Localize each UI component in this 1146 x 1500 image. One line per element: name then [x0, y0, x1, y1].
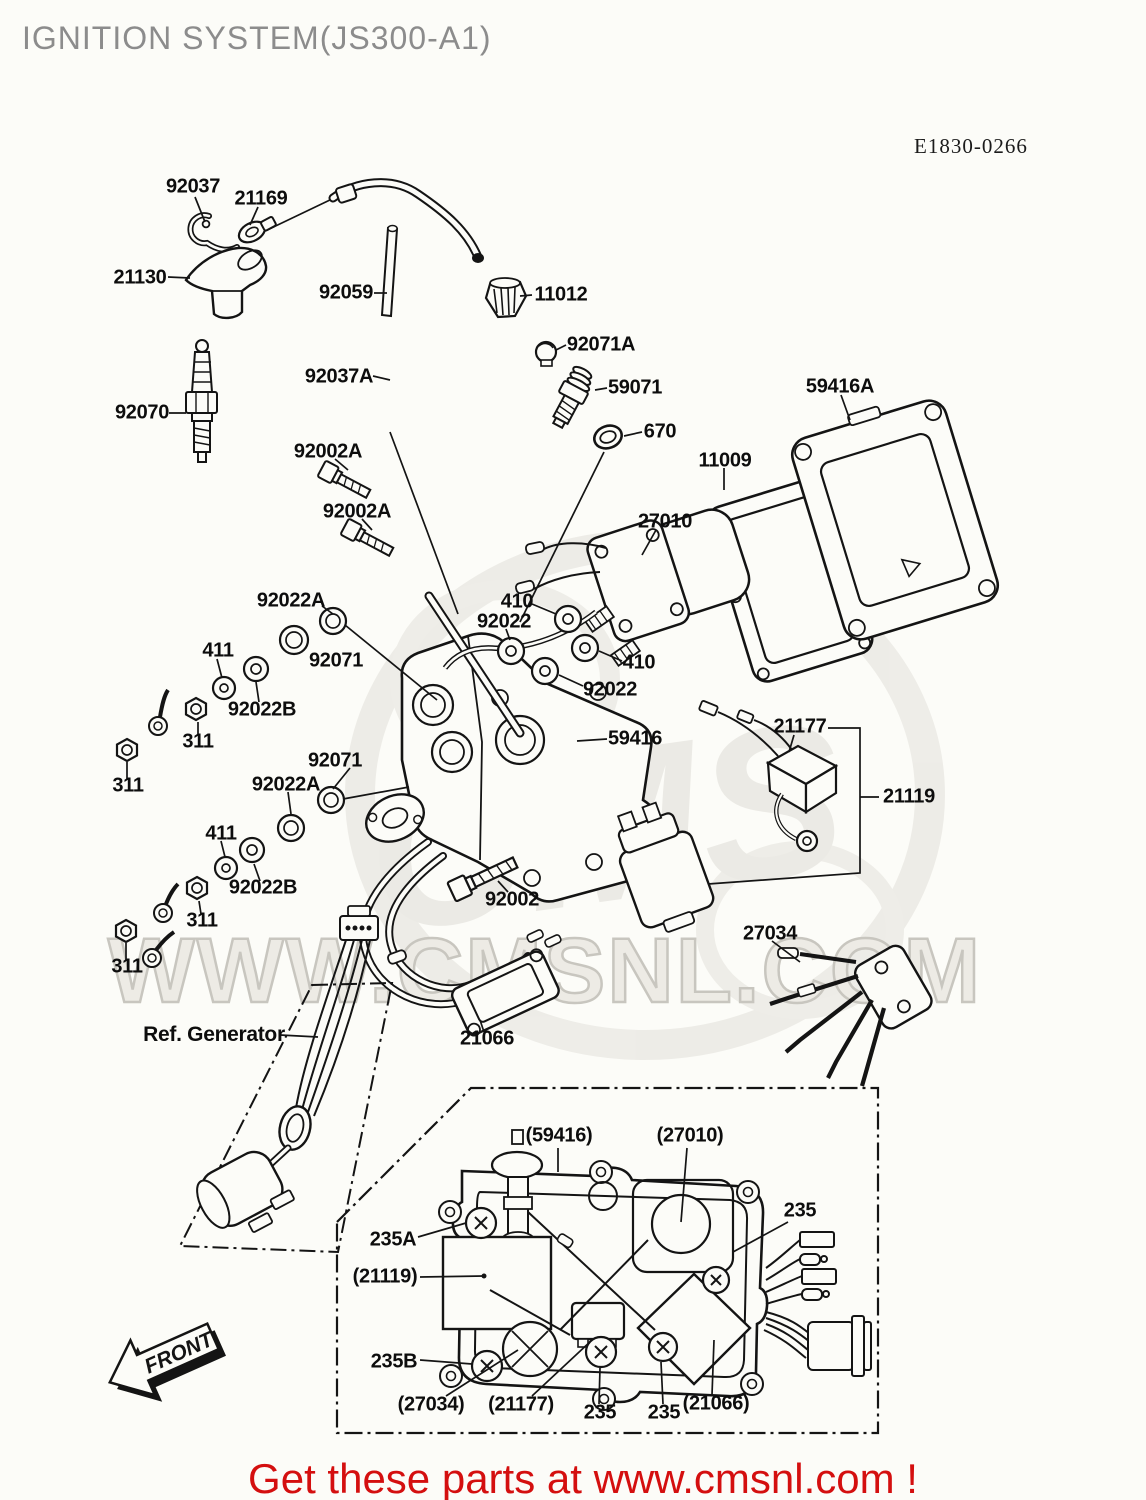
- leader-lines: [125, 196, 851, 1038]
- inset-label-27034: (27034): [397, 1393, 465, 1416]
- part-label-92022A-1: 92022A: [256, 589, 326, 612]
- part-label-92037: 92037: [165, 175, 221, 198]
- part-label-59416A: 59416A: [805, 375, 875, 398]
- igniter-21177: [698, 700, 839, 853]
- fitting-59071: [551, 365, 593, 430]
- bracket-21119-leader: [707, 727, 879, 885]
- inset-label-235-3: 235: [647, 1401, 681, 1424]
- inset-label-27010: (27010): [656, 1124, 724, 1147]
- part-label-92071A: 92071A: [566, 333, 636, 356]
- inset-label-235B: 235B: [370, 1350, 418, 1373]
- inset-label-59416: (59416): [525, 1124, 593, 1147]
- inset-label-21119: (21119): [352, 1265, 418, 1288]
- promo-footer-text: Get these parts at www.cmsnl.com !: [248, 1455, 918, 1500]
- part-label-311-3: 311: [186, 909, 218, 932]
- inset-label-235-2: 235: [583, 1401, 617, 1424]
- part-label-21066: 21066: [459, 1027, 515, 1050]
- part-label-21130: 21130: [113, 266, 167, 289]
- part-label-27010: 27010: [637, 510, 693, 533]
- part-label-92022B-1: 92022B: [227, 698, 297, 721]
- coil-27010: [515, 508, 751, 668]
- part-label-411-1: 411: [202, 639, 234, 662]
- part-label-59416: 59416: [607, 727, 663, 750]
- part-label-670: 670: [643, 420, 677, 443]
- cover-59416A: [790, 399, 1000, 641]
- spark-plug-lead: [262, 178, 484, 263]
- part-label-59071: 59071: [607, 376, 663, 399]
- part-label-92002: 92002: [484, 888, 540, 911]
- part-label-21119: 21119: [883, 785, 935, 808]
- clamp-92037: [187, 212, 240, 253]
- inset-label-235-1: 235: [783, 1199, 817, 1222]
- part-label-410-2: 410: [622, 651, 656, 674]
- part-label-92070: 92070: [114, 401, 170, 424]
- bolt-92002A-2: [340, 518, 395, 558]
- part-label-92002A-2: 92002A: [322, 500, 392, 523]
- bolt-92002: [446, 856, 519, 903]
- plug-cap-21130: [184, 246, 268, 320]
- part-label-21169: 21169: [234, 187, 288, 210]
- trigger-27034: [769, 944, 933, 1087]
- part-label-21177: 21177: [773, 715, 827, 738]
- part-label-92022B-2: 92022B: [228, 876, 298, 899]
- ref-generator-label: Ref. Generator: [143, 1023, 285, 1046]
- inset-label-21066: (21066): [682, 1392, 750, 1415]
- part-label-92059: 92059: [318, 281, 374, 304]
- diagram-code: E1830-0266: [914, 134, 1028, 158]
- cap-11012: [484, 277, 528, 319]
- part-label-27034: 27034: [742, 922, 798, 945]
- inset-label-21177: (21177): [488, 1393, 554, 1416]
- terminal-clip: [237, 216, 277, 244]
- part-label-92071-1: 92071: [308, 649, 364, 672]
- part-label-92022-1: 92022: [476, 610, 532, 633]
- part-label-11012: 11012: [534, 283, 588, 306]
- part-label-92071-2: 92071: [307, 749, 363, 772]
- part-label-92037A: 92037A: [304, 365, 374, 388]
- regulator-21066: [450, 929, 562, 1037]
- part-label-92022-2: 92022: [582, 678, 638, 701]
- part-label-411-2: 411: [205, 822, 237, 845]
- spark-plug-92070: [185, 339, 218, 463]
- part-label-92022A-2: 92022A: [251, 773, 321, 796]
- part-label-311-2: 311: [112, 774, 144, 797]
- page-title: IGNITION SYSTEM(JS300-A1): [22, 20, 492, 56]
- part-label-11009: 11009: [698, 449, 752, 472]
- part-label-311-4: 311: [111, 955, 143, 978]
- ref-generator-box: [178, 905, 407, 1254]
- oring-670: [593, 424, 623, 450]
- bolt-92002A-1: [317, 460, 372, 500]
- coil-21119: [616, 801, 715, 933]
- inset-label-235A: 235A: [369, 1228, 417, 1251]
- part-label-92002A-1: 92002A: [293, 440, 363, 463]
- fastener-cluster-upper: [115, 606, 348, 763]
- front-arrow: FRONT: [107, 1321, 226, 1402]
- washers-410-92022: [496, 604, 600, 686]
- inset-box: [335, 1086, 880, 1435]
- part-label-410-1: 410: [500, 590, 534, 613]
- fastener-cluster-lower: [114, 785, 346, 968]
- tube-92059: [380, 224, 399, 318]
- grommet-92071A: [534, 340, 558, 367]
- part-label-311-1: 311: [182, 730, 214, 753]
